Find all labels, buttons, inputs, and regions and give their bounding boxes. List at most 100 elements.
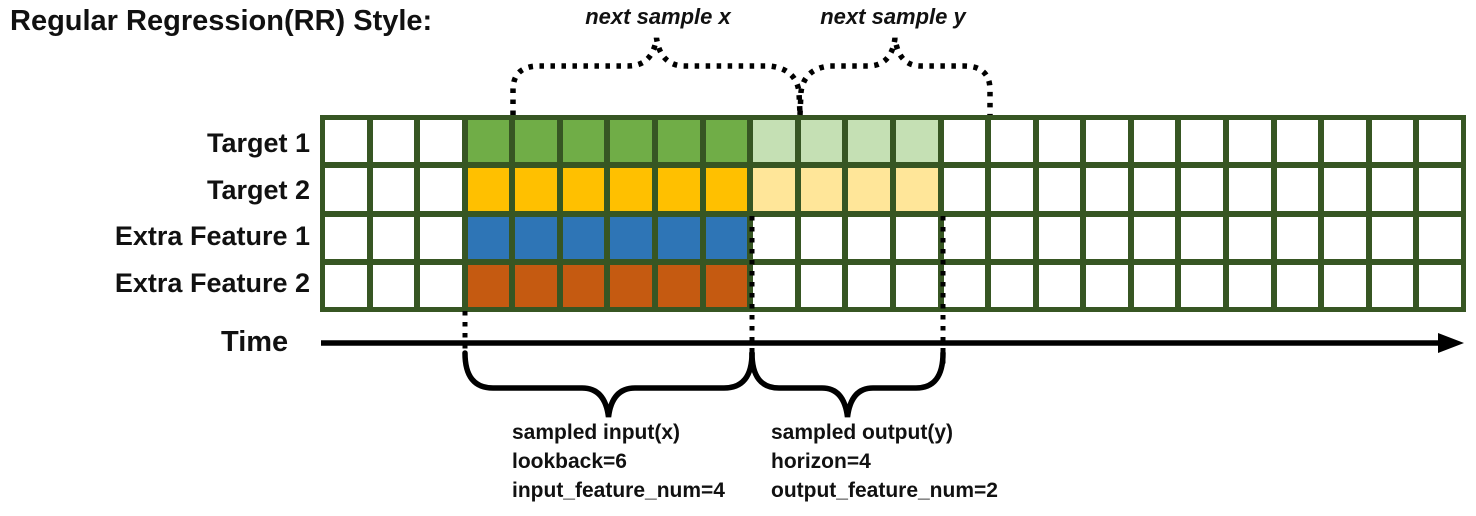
grid-cell: [467, 168, 510, 211]
grid-cell: [1181, 216, 1224, 259]
grid-cell: [467, 216, 510, 259]
grid-cell: [895, 216, 938, 259]
grid-cell: [372, 216, 415, 259]
next-sample-x-brace: [510, 37, 803, 116]
grid-cell: [420, 168, 462, 211]
grid-cell: [658, 216, 700, 259]
grid-cell: [1229, 168, 1271, 211]
grid-cell: [800, 216, 843, 259]
grid-cell: [610, 168, 653, 211]
grid-cell: [1086, 120, 1128, 163]
grid-cell: [325, 120, 367, 163]
grid-cell: [1324, 264, 1366, 307]
grid-cell: [372, 168, 415, 211]
grid-cell: [1229, 120, 1271, 163]
sampled-output-brace: [749, 350, 946, 418]
grid-cell: [1133, 216, 1176, 259]
grid-cell: [1371, 216, 1414, 259]
time-axis-label: Time: [221, 326, 289, 358]
grid-cell: [1419, 216, 1461, 259]
grid-cell: [991, 216, 1033, 259]
grid-cell: [372, 264, 415, 307]
grid-cell: [1371, 264, 1414, 307]
grid-cell: [610, 120, 653, 163]
grid-cell: [467, 264, 510, 307]
grid-cell: [1181, 264, 1224, 307]
grid-cell: [1229, 216, 1271, 259]
grid-cell: [1371, 120, 1414, 163]
grid-cell: [943, 120, 986, 163]
grid-cell: [658, 168, 700, 211]
grid-cell: [1419, 168, 1461, 211]
grid-cell: [420, 120, 462, 163]
grid-cell: [658, 120, 700, 163]
grid-cell: [895, 120, 938, 163]
grid-cell: [753, 216, 795, 259]
next-sample-y-brace: [797, 37, 993, 116]
next-sample-y-label: next sample y: [820, 4, 966, 29]
grid-cell: [705, 168, 748, 211]
grid-cell: [372, 120, 415, 163]
grid-cell: [991, 264, 1033, 307]
grid-cell: [515, 264, 557, 307]
grid-cell: [1038, 264, 1081, 307]
grid-cell: [658, 264, 700, 307]
grid-cell: [1324, 216, 1366, 259]
grid-cell: [1086, 216, 1128, 259]
grid-cell: [1181, 168, 1224, 211]
grid-cell: [325, 216, 367, 259]
grid-cell: [895, 168, 938, 211]
row-label-extra-feature-2: Extra Feature 2: [114, 268, 310, 299]
horizon-line: horizon=4: [771, 450, 871, 473]
grid-cell: [800, 168, 843, 211]
grid-cell: [325, 264, 367, 307]
grid-cell: [943, 216, 986, 259]
grid-cell: [753, 264, 795, 307]
grid-cell: [1371, 168, 1414, 211]
sampled-output-line: sampled output(y): [771, 421, 953, 444]
row-label-extra-feature-1: Extra Feature 1: [114, 221, 310, 252]
grid-cell: [562, 264, 605, 307]
grid-cell: [515, 168, 557, 211]
grid-cell: [1419, 264, 1461, 307]
grid-cell: [1276, 168, 1319, 211]
grid-cell: [562, 168, 605, 211]
grid-cell: [1038, 120, 1081, 163]
grid-cell: [848, 168, 890, 211]
lookback-line: lookback=6: [512, 450, 627, 473]
grid-cell: [1086, 264, 1128, 307]
grid-cell: [1276, 216, 1319, 259]
grid-cell: [705, 264, 748, 307]
grid-cell: [1133, 120, 1176, 163]
grid-cell: [705, 120, 748, 163]
sample-grid: [320, 115, 1466, 312]
diagram-title: Regular Regression(RR) Style:: [10, 5, 433, 37]
grid-cell: [895, 264, 938, 307]
grid-cell: [562, 216, 605, 259]
grid-cell: [515, 216, 557, 259]
grid-cell: [562, 120, 605, 163]
row-label-target-1: Target 1: [206, 127, 310, 158]
grid-cell: [420, 264, 462, 307]
grid-cell: [1276, 120, 1319, 163]
sampled-output-annotation: sampled output(y) horizon=4 output_featu…: [771, 418, 998, 505]
time-axis-arrowhead: [1438, 333, 1464, 353]
next-sample-x-label: next sample x: [585, 4, 731, 29]
grid-cell: [943, 168, 986, 211]
row-label-target-2: Target 2: [206, 174, 310, 205]
grid-cell: [848, 120, 890, 163]
sampled-input-annotation: sampled input(x) lookback=6 input_featur…: [512, 418, 725, 505]
grid-cell: [753, 168, 795, 211]
grid-cell: [848, 216, 890, 259]
sampled-input-line: sampled input(x): [512, 421, 681, 444]
grid-cell: [1276, 264, 1319, 307]
grid-cell: [1419, 120, 1461, 163]
grid-cell: [800, 264, 843, 307]
grid-cell: [1133, 264, 1176, 307]
sampled-input-brace: [462, 350, 755, 418]
output-feature-num-line: output_feature_num=2: [771, 479, 998, 502]
grid-cell: [1038, 168, 1081, 211]
grid-cell: [753, 120, 795, 163]
